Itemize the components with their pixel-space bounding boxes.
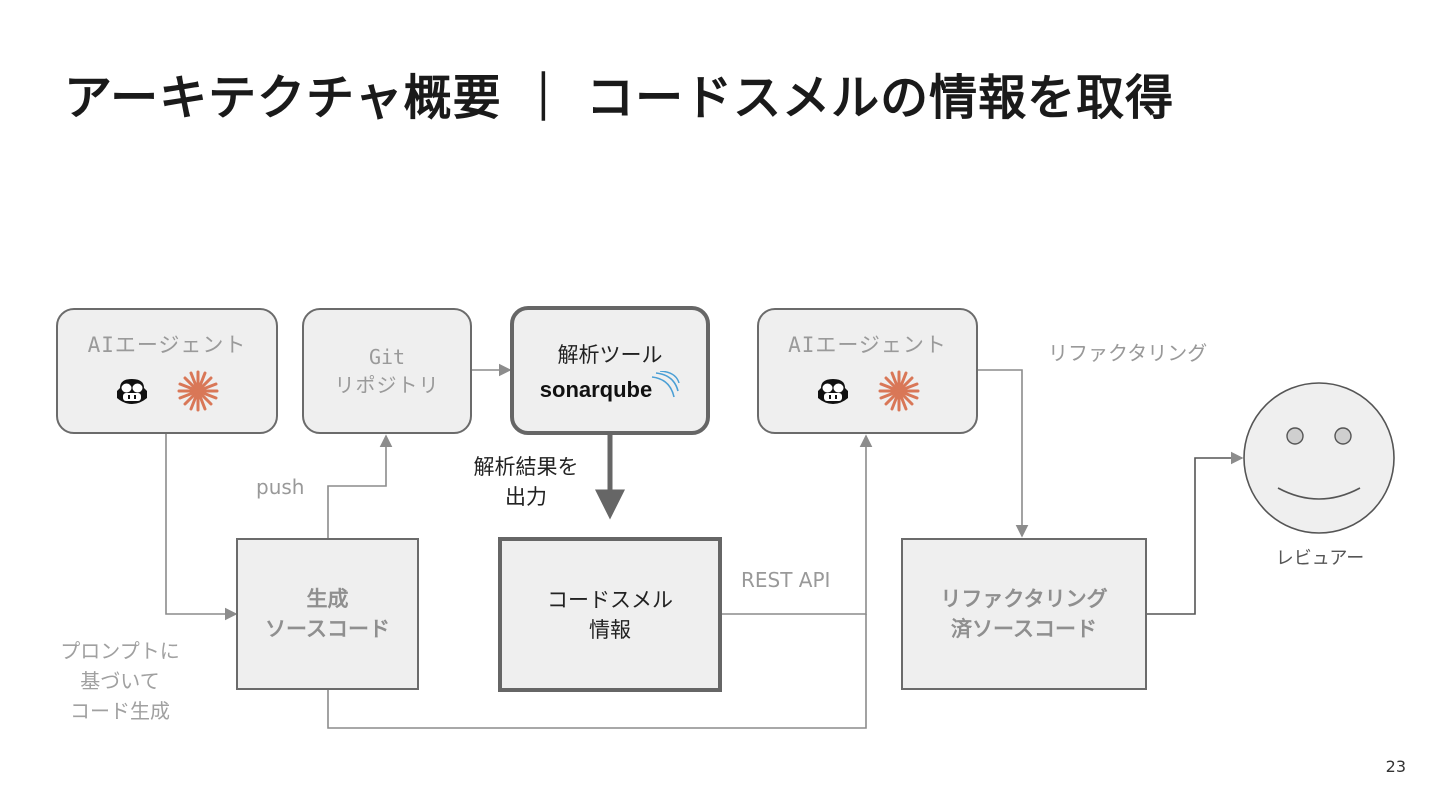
copilot-icon (817, 379, 848, 404)
reviewer-label: レビュアー (1275, 548, 1365, 569)
generated-label: 生成 (306, 587, 349, 611)
generated-source-node: 生成 ソースコード (236, 538, 419, 690)
claude-burst-icon (177, 370, 219, 412)
claude-burst-icon (878, 370, 919, 412)
refactoring-edge-label: リファクタリング (1048, 341, 1208, 365)
repository-label: リポジトリ (334, 373, 440, 397)
edge-generated-to-agent2 (327, 614, 867, 729)
code-smell-label: コードスメル (547, 587, 673, 612)
prompt-line-3: コード生成 (70, 699, 170, 723)
ai-agent-node-2: AIエージェント (757, 308, 978, 434)
page-number: 23 (1385, 757, 1406, 776)
analysis-output-line-2: 出力 (505, 485, 547, 509)
source-code-label: ソースコード (265, 617, 390, 641)
ai-agent-label: AIエージェント (87, 333, 247, 357)
refactored-source-node: リファクタリング 済ソースコード (901, 538, 1147, 690)
push-label: push (256, 475, 305, 499)
edge-to-reviewer (1147, 451, 1244, 615)
reviewer-smiley-icon (1243, 382, 1395, 534)
code-smell-info-node: コードスメル 情報 (498, 537, 722, 692)
ai-agent-label: AIエージェント (788, 333, 947, 357)
analysis-output-label: 解析結果を 出力 (456, 452, 596, 512)
sonarqube-logo-text: sonarqube (539, 376, 653, 402)
ai-agent-node-1: AIエージェント (56, 308, 278, 434)
analysis-tool-node: 解析ツール sonarqube (510, 306, 710, 435)
prompt-generation-label: プロンプトに 基づいて コード生成 (52, 636, 188, 726)
edge-refactoring (978, 369, 1029, 538)
rest-api-label: REST API (741, 568, 831, 592)
refactoring-label: リファクタリング (940, 587, 1108, 611)
analysis-output-line-1: 解析結果を (473, 455, 579, 479)
git-label: Git (368, 345, 406, 369)
slide-title: アーキテクチャ概要 ｜ コードスメルの情報を取得 (64, 70, 1175, 126)
refactored-source-label: 済ソースコード (951, 617, 1097, 641)
edge-push (327, 434, 393, 538)
analysis-tool-label: 解析ツール (557, 342, 663, 367)
sonarqube-logo: sonarqube (539, 370, 680, 403)
git-repository-node: Git リポジトリ (302, 308, 472, 434)
prompt-line-1: プロンプトに (60, 639, 180, 663)
edge-agent-to-generated (165, 434, 238, 621)
sonarqube-waves-icon (652, 370, 680, 397)
prompt-line-2: 基づいて (80, 669, 160, 693)
info-label: 情報 (589, 617, 631, 642)
copilot-icon (117, 379, 147, 404)
